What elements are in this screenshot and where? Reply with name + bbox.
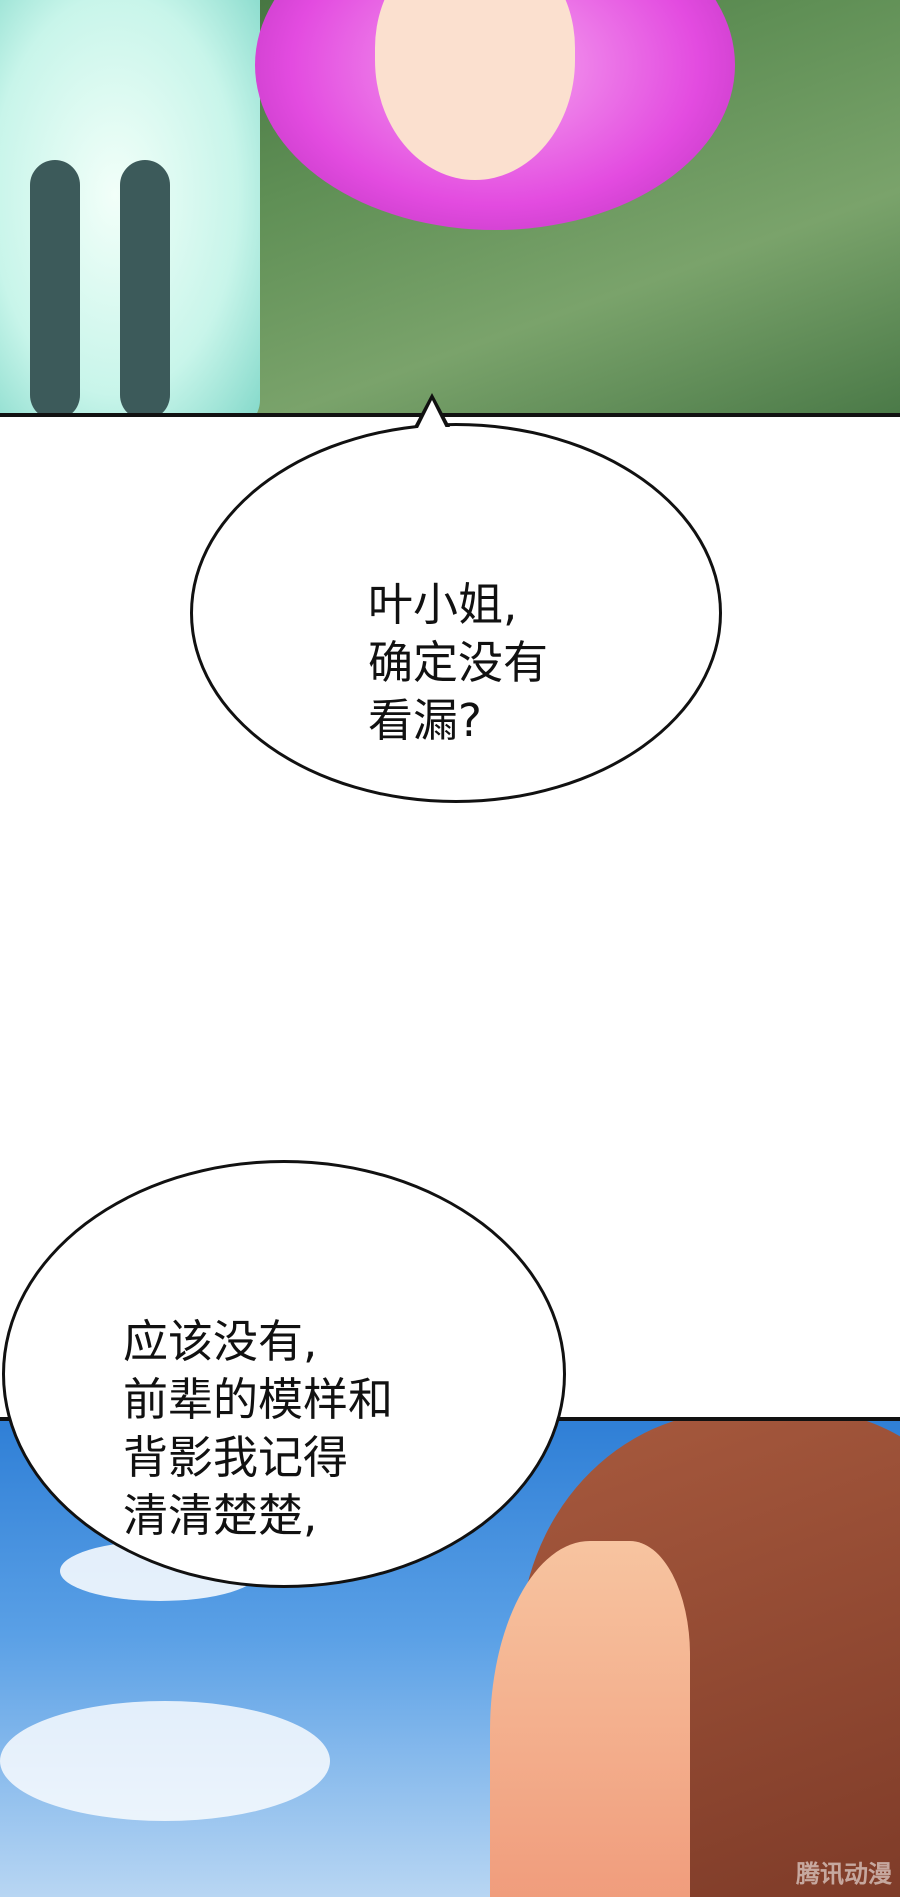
bubble-2-text: 应该没有,前辈的模样和背影我记得清清楚楚, bbox=[123, 1255, 393, 1603]
figure-leg-right bbox=[120, 160, 170, 413]
character-face bbox=[490, 1541, 690, 1897]
speech-bubble-1 bbox=[190, 423, 722, 803]
line: 叶小姐, bbox=[368, 578, 518, 631]
line: 应该没有, bbox=[123, 1315, 318, 1368]
top-panel-forest bbox=[0, 0, 900, 417]
line: 清清楚楚, bbox=[123, 1489, 318, 1542]
line: 前辈的模样和 bbox=[123, 1373, 394, 1426]
cloud bbox=[0, 1701, 330, 1821]
figure-leg-left bbox=[30, 160, 80, 413]
bubble-1-tail-fill bbox=[418, 400, 446, 428]
bubble-1-text: 叶小姐,确定没有看漏? bbox=[368, 518, 548, 808]
line: 确定没有 bbox=[368, 636, 549, 689]
watermark: 腾讯动漫 bbox=[796, 1860, 892, 1888]
speech-bubble-2 bbox=[2, 1160, 566, 1588]
line: 看漏? bbox=[368, 694, 482, 747]
line: 背影我记得 bbox=[123, 1431, 349, 1484]
